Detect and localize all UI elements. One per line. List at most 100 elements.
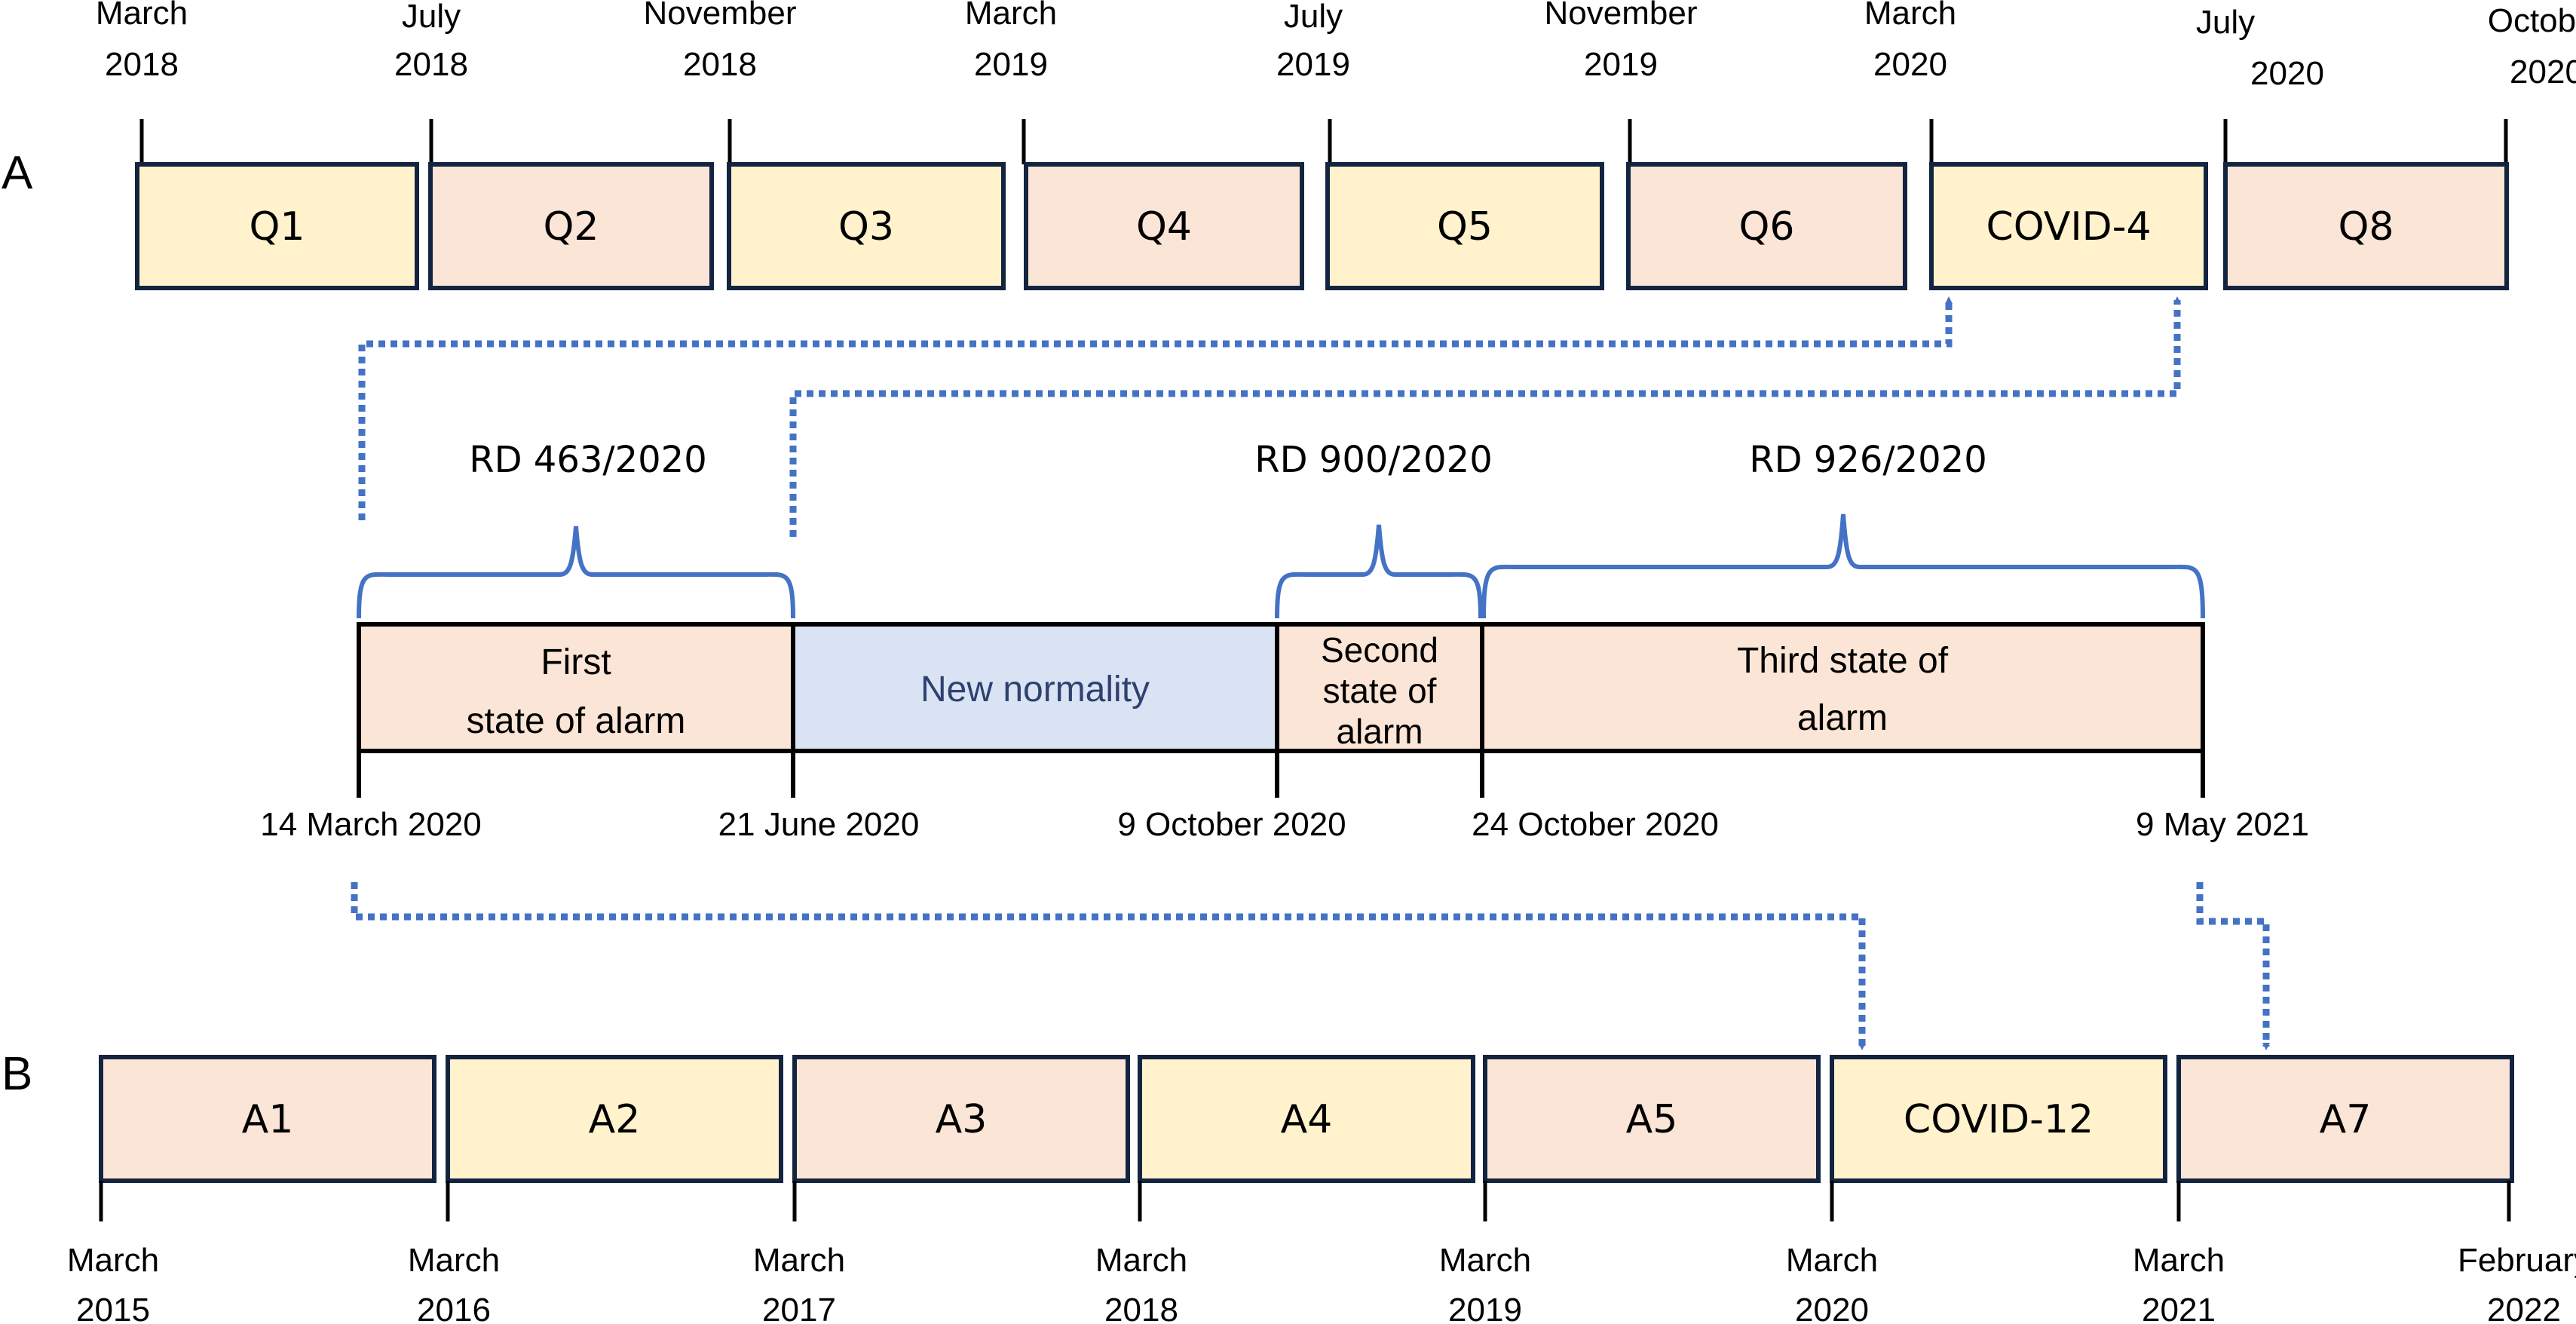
timeline-a-box-label: Q8 xyxy=(2338,204,2394,250)
timeline-a-tick-month: July xyxy=(2196,4,2255,41)
timeline-b-tick-month: March xyxy=(753,1242,845,1279)
timeline-b-box-label: COVID-12 xyxy=(1904,1097,2094,1142)
timeline-a-box-label: Q3 xyxy=(838,204,894,250)
timeline-a-box-label: COVID-4 xyxy=(1986,204,2151,250)
timeline-b-tick-year: 2015 xyxy=(76,1292,150,1324)
timeline-b-box-a1 xyxy=(99,1055,436,1183)
timeline-a-tick-year: 2018 xyxy=(394,46,468,83)
timeline-a-boxes: Q1 Q2 Q3 Q4 Q5 Q6 COVID-4 Q8 xyxy=(135,162,2509,290)
period-label-first: state of alarm xyxy=(467,701,686,741)
connector-march-2020-to-covid-12 xyxy=(351,882,1866,1050)
brace-rd-463-2020 xyxy=(357,526,795,619)
period-label-second: alarm xyxy=(1336,712,1423,751)
timeline-b-box-label: A4 xyxy=(1281,1097,1333,1142)
timeline-b-tick-month: March xyxy=(408,1242,500,1279)
timeline-a-box-q4 xyxy=(1024,162,1304,290)
timeline-b-tick-month: March xyxy=(1095,1242,1187,1279)
dotted-connectors xyxy=(351,296,2270,1050)
period-box-first xyxy=(357,622,795,753)
timeline-a-tick-year: 2019 xyxy=(1584,46,1658,83)
period-dates: 14 March 2020 21 June 2020 9 October 2020 2… xyxy=(260,806,2309,843)
timeline-a-ticks: March2018July2018November2018March2019Ju… xyxy=(96,0,2576,164)
timeline-a-tick-month: October xyxy=(2488,2,2576,39)
timeline-b-box-label: A3 xyxy=(936,1097,988,1142)
decree-label: RD 900/2020 xyxy=(1254,439,1493,481)
timeline-a-tick-year: 2018 xyxy=(683,46,757,83)
timeline-b-box-a2 xyxy=(446,1055,783,1183)
period-date: 24 October 2020 xyxy=(1472,806,1719,843)
timeline-a-box-q3 xyxy=(727,162,1006,290)
timeline-a-tick-month: November xyxy=(1545,0,1698,32)
timeline-a-tick-month: March xyxy=(1864,0,1956,32)
connector-first-alarm-to-covid-4 xyxy=(358,296,1953,520)
timeline-b-box-a7 xyxy=(2176,1055,2514,1183)
timeline-b-box-a5 xyxy=(1483,1055,1821,1183)
timeline-b-tick-year: 2018 xyxy=(1104,1292,1178,1324)
connector-may-2021-to-a7 xyxy=(2196,882,2270,1050)
timeline-a-box-label: Q5 xyxy=(1437,204,1493,250)
period-label-second: state of xyxy=(1323,671,1437,710)
timeline-a-box-q1 xyxy=(135,162,419,290)
timeline-b-tick-year: 2017 xyxy=(762,1292,836,1324)
timeline-a-box-label: Q6 xyxy=(1738,204,1794,250)
period-box-third xyxy=(1480,622,2205,753)
timeline-b-tick-year: 2022 xyxy=(2487,1292,2561,1324)
timeline-b-box-a4 xyxy=(1138,1055,1475,1183)
connector-new-normality-to-covid-4 xyxy=(789,296,2181,537)
timeline-a-box-q2 xyxy=(428,162,714,290)
timeline-a-box-q6 xyxy=(1626,162,1907,290)
timeline-b-box-label: A1 xyxy=(242,1097,294,1142)
period-date: 21 June 2020 xyxy=(718,806,920,843)
timeline-a-tick-year: 2020 xyxy=(1873,46,1947,83)
timeline-a-box-q5 xyxy=(1325,162,1604,290)
period-date: 9 May 2021 xyxy=(2136,806,2309,843)
period-box-new-normality xyxy=(791,622,1279,753)
timeline-a-tick-year: 2019 xyxy=(974,46,1048,83)
panel-label-b: B xyxy=(2,1048,32,1100)
timeline-b-tick-year: 2019 xyxy=(1448,1292,1522,1324)
timeline-a-tick-year: 2019 xyxy=(1276,46,1350,83)
timeline-a-tick-month: July xyxy=(1284,0,1343,35)
period-label-third: Third state of xyxy=(1737,641,1949,681)
timeline-a-tick-month: March xyxy=(965,0,1057,32)
period-date: 14 March 2020 xyxy=(260,806,482,843)
timeline-b-box-a3 xyxy=(792,1055,1130,1183)
decree-braces: RD 463/2020 RD 900/2020 RD 926/2020 xyxy=(357,439,2205,619)
timeline-b-tick-year: 2021 xyxy=(2142,1292,2216,1324)
timeline-b-tick-month: March xyxy=(1439,1242,1531,1279)
timeline-b-tick-year: 2016 xyxy=(417,1292,491,1324)
timeline-a-tick-month: November xyxy=(644,0,797,32)
timeline-a-tick-month: July xyxy=(402,0,461,35)
timeline-b-box-label: A7 xyxy=(2320,1097,2372,1142)
timeline-a-box-label: Q2 xyxy=(543,204,599,250)
timeline-b-box-label: A2 xyxy=(589,1097,641,1142)
period-date: 9 October 2020 xyxy=(1117,806,1346,843)
timeline-a-tick-year: 2020 xyxy=(2250,55,2324,92)
period-label-new-normality: New normality xyxy=(920,670,1150,710)
decree-label: RD 463/2020 xyxy=(469,439,707,481)
period-label-first: First xyxy=(541,642,611,682)
timeline-b-box-covid-12 xyxy=(1830,1055,2167,1183)
period-label-third: alarm xyxy=(1797,698,1888,738)
timeline-a-box-label: Q4 xyxy=(1136,204,1192,250)
timeline-b-tick-month: February xyxy=(2458,1242,2576,1279)
timeline-a-tick-year: 2020 xyxy=(2510,54,2576,90)
brace-rd-900-2020 xyxy=(1275,524,1483,619)
timeline-b-ticks: March 2015 March 2016 March 2017 March 2018 Marc… xyxy=(67,1181,2576,1324)
timeline-b-boxes: A1 A2 A3 A4 A5 COVID-12 A7 xyxy=(99,1055,2514,1183)
timeline-b-tick-month: March xyxy=(2133,1242,2225,1279)
timeline-b-tick-month: March xyxy=(67,1242,159,1279)
timeline-a-box-covid-4 xyxy=(1929,162,2208,290)
panel-label-a: A xyxy=(2,147,33,199)
period-label-second: Second xyxy=(1321,630,1438,670)
timeline-a-box-label: Q1 xyxy=(249,204,305,250)
timeline-a-tick-month: March xyxy=(96,0,188,32)
timeline-b-tick-month: March xyxy=(1786,1242,1878,1279)
timeline-b-tick-year: 2020 xyxy=(1795,1292,1869,1324)
period-box-second xyxy=(1275,622,1484,753)
brace-rd-926-2020 xyxy=(1481,513,2205,619)
timeline-b-box-label: A5 xyxy=(1626,1097,1678,1142)
decree-label: RD 926/2020 xyxy=(1749,439,1987,481)
